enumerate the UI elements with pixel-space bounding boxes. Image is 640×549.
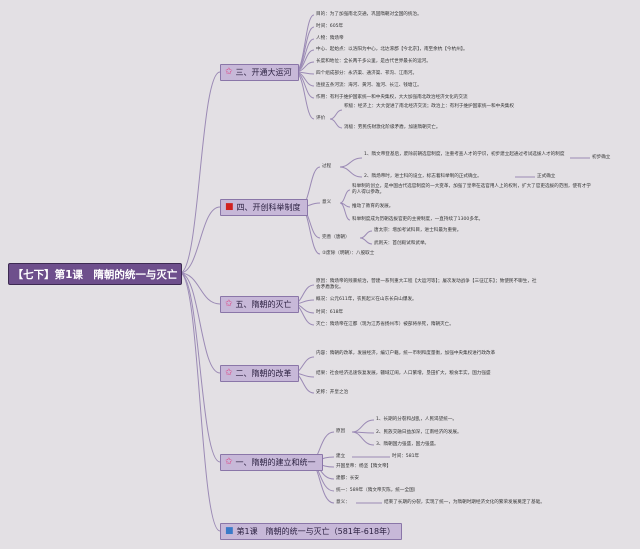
unify-meaning: 结束了长期的分裂，实现了统一，为隋朝时期经济文化的繁荣发展奠定了基础。 bbox=[384, 500, 545, 505]
branch-canal-label: 三、开通大运河 bbox=[235, 68, 292, 77]
exam-perfect-label: 完善（唐朝） bbox=[322, 235, 350, 240]
flag-icon: ■ bbox=[225, 202, 234, 212]
unify-reason-2: 2、民族交融日益加深，江南经济的发展。 bbox=[376, 430, 462, 435]
canal-rivers: 连接五条河流：海河、黄河、淮河、长江、钱塘江。 bbox=[316, 83, 422, 88]
branch-unify-label: 一、隋朝的建立和统一 bbox=[235, 458, 316, 467]
unify-capital: 建都：长安 bbox=[336, 476, 359, 481]
exam-process-2: 2、隋炀帝时，进士科的设立，标志着科举制的正式确立。 bbox=[364, 174, 482, 179]
branch-fall-label: 五、隋朝的灭亡 bbox=[235, 300, 292, 309]
unify-reason-label: 原因 bbox=[336, 429, 346, 434]
star-icon: ✩ bbox=[225, 67, 233, 77]
exam-meaning-1: 科举制的创立，是中国古代选官制度的一大变革，加强了皇帝在选官用人上的权利，扩大了… bbox=[352, 184, 591, 195]
exam-meaning-label: 意义 bbox=[322, 200, 332, 205]
exam-process-1: 1、隋文帝登基后，废除前朝选官制度，注重考查人才的学识，初步建立起通过考试选拔人… bbox=[364, 152, 565, 157]
canal-eval-positive: 积极：经济上：大大促进了南北经济交流；政治上：有利于维护国家统一和中央集权 bbox=[344, 104, 514, 109]
canal-effect: 作用：有利于维护国家统一和中央集权，大大加强南北政治经济文化的交流 bbox=[316, 95, 468, 100]
unify-unify: 统一：589年（隋文帝灭陈，统一全国） bbox=[336, 488, 419, 493]
fall-time: 时间：618年 bbox=[316, 310, 344, 315]
canal-length: 长度和地位：全长两千多公里，是古代世界最长的运河。 bbox=[316, 59, 431, 64]
exam-perfect-1: 唐太宗：增加考试科目，进士科最为重要。 bbox=[374, 228, 462, 233]
canal-person: 人物：隋炀帝 bbox=[316, 36, 344, 41]
canal-purpose: 目的：为了加强南北交通，巩固隋朝对全国的统治。 bbox=[316, 12, 422, 17]
branch-exam-label: 四、开创科举制度 bbox=[236, 203, 301, 212]
reform-content: 内容：隋朝的改革，发展经济，编订户籍，统一币制和度量衡，加强中央集权进行政改革 bbox=[316, 351, 496, 356]
exam-abolish: ②废除（明朝）：八股取士 bbox=[322, 251, 375, 256]
branch-fall[interactable]: ✩ 五、隋朝的灭亡 bbox=[220, 296, 299, 313]
branch-unify[interactable]: ✩ 一、隋朝的建立和统一 bbox=[220, 454, 323, 471]
star-icon: ✩ bbox=[225, 299, 233, 309]
unify-founder: 开国皇帝：杨坚【隋文帝】 bbox=[336, 464, 392, 469]
star-icon: ✩ bbox=[225, 368, 233, 378]
canal-center: 中心、起始点：以洛阳为中心，北达涿郡【今北京】，南至余杭【今杭州】。 bbox=[316, 47, 468, 52]
unify-meaning-label: 意义： bbox=[336, 500, 350, 505]
unify-reason-3: 3、隋朝国力强盛，国力强盛。 bbox=[376, 442, 439, 447]
exam-process-1-side: 初步确立 bbox=[592, 155, 611, 160]
star-icon: ✩ bbox=[225, 457, 233, 467]
root-topic[interactable]: 【七下】第1课 隋朝的统一与灭亡 bbox=[8, 263, 182, 285]
canal-sections: 四个组成部分：永济渠、通济渠、邗沟、江南河。 bbox=[316, 71, 418, 76]
unify-reason-1: 1、长期的分裂和战乱，人民渴望统一。 bbox=[376, 417, 458, 422]
unify-found-label: 建立 bbox=[336, 454, 346, 459]
root-topic-label: 【七下】第1课 隋朝的统一与灭亡 bbox=[12, 268, 178, 281]
branch-reform[interactable]: ✩ 二、隋朝的改革 bbox=[220, 365, 299, 382]
canal-eval-label: 评价 bbox=[316, 116, 326, 121]
exam-perfect-2: 武则天：首创殿试和武举。 bbox=[374, 241, 430, 246]
exam-meaning-2: 推动了教育的发展。 bbox=[352, 204, 394, 209]
reform-result: 结果：社会经济迅速恢复发展，疆域辽阔，人口繁增，垦田扩大，粮食丰实，国力强盛 bbox=[316, 371, 491, 376]
canal-eval-negative: 消极：劳民伤财激化阶级矛盾，加速隋朝灭亡。 bbox=[344, 125, 441, 130]
branch-exam[interactable]: ■ 四、开创科举制度 bbox=[220, 199, 308, 216]
reform-history: 史称：开皇之治 bbox=[316, 390, 349, 395]
unify-found-time: 时间：581年 bbox=[392, 454, 420, 459]
exam-process-label: 过程 bbox=[322, 164, 332, 169]
fall-outline: 概况：公元611年，农民起义在山东长白山爆发。 bbox=[316, 297, 417, 302]
branch-lesson-title[interactable]: ■ 第1课 隋朝的统一与灭亡（581年-618年） bbox=[220, 523, 403, 540]
branch-reform-label: 二、隋朝的改革 bbox=[235, 369, 292, 378]
exam-meaning-3: 科举制度成为历朝选拔官吏的主要制度，一直持续了1300多年。 bbox=[352, 217, 484, 222]
fall-collapse: 灭亡：隋炀帝在江都（现为江苏省扬州市）被部将杀死，隋朝灭亡。 bbox=[316, 322, 454, 327]
exam-process-2-side: 正式确立 bbox=[537, 174, 556, 179]
fall-cause: 原因：隋炀帝的残暴统治，营建一系列重大工程【大运河等】；屡次发动战争【三征辽东】… bbox=[316, 279, 537, 290]
flag-icon: ■ bbox=[225, 526, 234, 536]
branch-lesson-title-label: 第1课 隋朝的统一与灭亡（581年-618年） bbox=[236, 527, 396, 536]
canal-time: 时间：605年 bbox=[316, 24, 344, 29]
branch-canal[interactable]: ✩ 三、开通大运河 bbox=[220, 64, 299, 81]
